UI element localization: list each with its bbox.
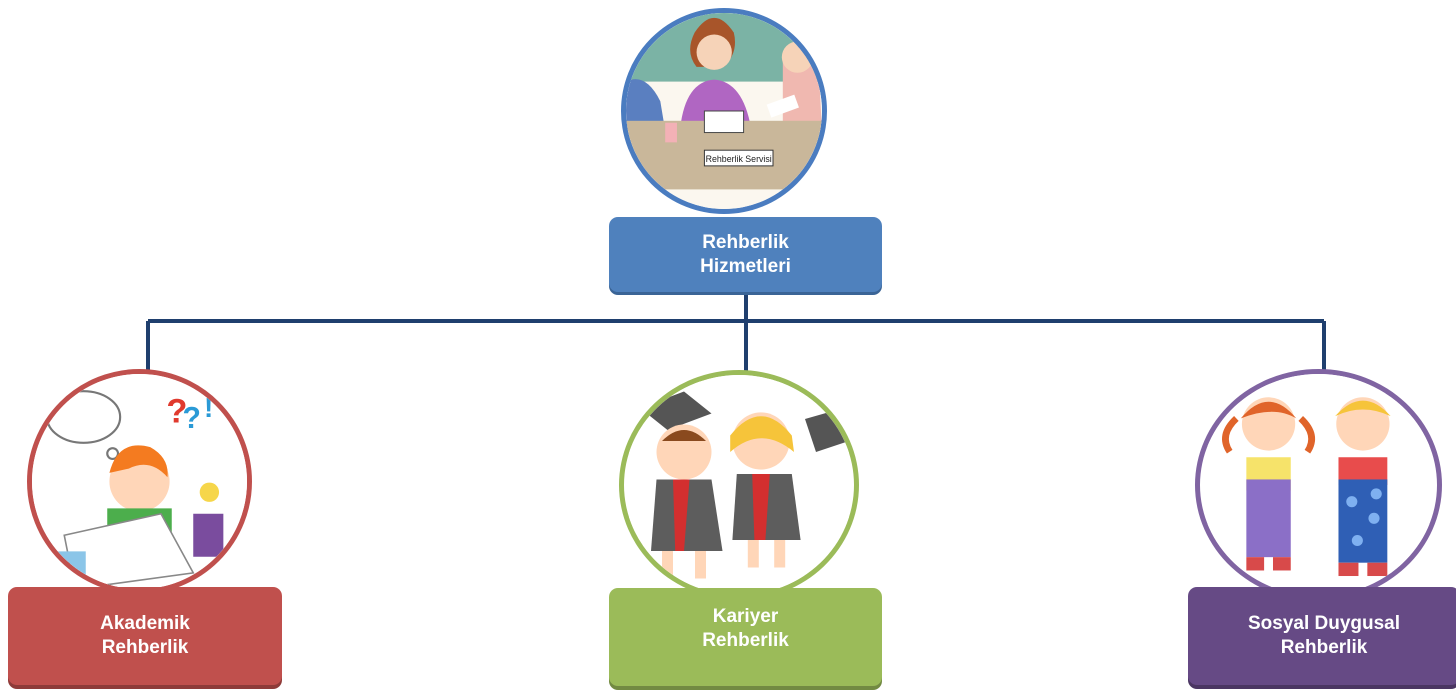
child-node-akademik-line2: Rehberlik — [101, 637, 189, 658]
child-node-sosyal-line2: Rehberlik — [1280, 637, 1368, 658]
child-node-kariyer-line2: Rehberlik — [702, 630, 789, 651]
graduates-icon — [629, 375, 849, 595]
svg-text:!: ! — [204, 392, 213, 423]
two-children-icon — [1207, 374, 1430, 596]
child-node-akademik-line1: Akademik — [100, 613, 190, 634]
social-emotional-illustration — [1195, 369, 1442, 601]
svg-text:?: ? — [183, 402, 201, 435]
student-studying-icon: ? ? ! — [32, 374, 247, 589]
counseling-scene-icon: Rehberlik Servisi — [626, 13, 822, 209]
root-node-line1: Rehberlik — [702, 231, 789, 253]
child-node-kariyer-line1: Kariyer — [712, 606, 779, 627]
child-node-kariyer: Kariyer Rehberlik — [609, 588, 882, 686]
root-node-line2: Hizmetleri — [700, 255, 791, 277]
counseling-caption: Rehberlik Servisi — [706, 154, 772, 164]
child-node-akademik: Akademik Rehberlik — [8, 587, 282, 685]
child-node-sosyal-duygusal: Sosyal Duygusal Rehberlik — [1188, 587, 1456, 685]
academic-illustration: ? ? ! — [27, 369, 252, 594]
child-node-sosyal-line1: Sosyal Duygusal — [1247, 613, 1401, 634]
counseling-illustration: Rehberlik Servisi — [621, 8, 827, 214]
root-node-rehberlik-hizmetleri: Rehberlik Hizmetleri — [609, 217, 882, 292]
svg-text:?: ? — [166, 392, 187, 430]
career-illustration — [619, 370, 859, 600]
